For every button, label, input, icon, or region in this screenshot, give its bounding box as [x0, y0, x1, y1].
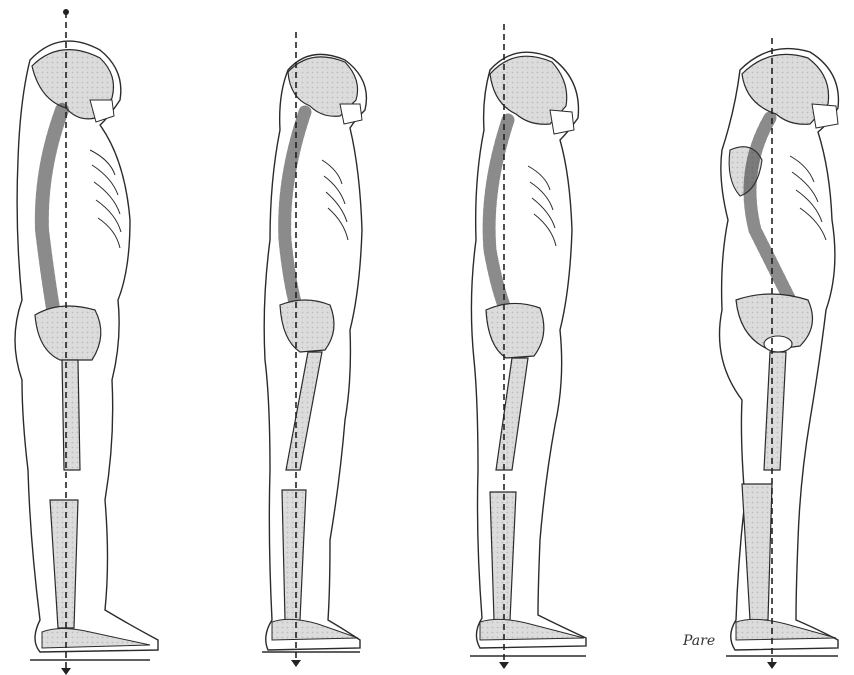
plumb-line-arrow-icon-3	[499, 662, 509, 669]
posture-figure-1	[15, 9, 158, 675]
hip-joint-4	[764, 336, 792, 352]
posture-figure-4	[720, 38, 839, 669]
plumb-line-arrow-icon-4	[767, 662, 777, 669]
jaw-3	[550, 110, 574, 134]
posture-figure-2	[262, 32, 366, 667]
femur-1	[62, 360, 80, 470]
plumb-line-arrow-icon-2	[291, 660, 301, 667]
posture-figure-3	[470, 24, 586, 669]
jaw-2	[340, 104, 362, 124]
plumb-line-arrow-icon-1	[61, 668, 71, 675]
plumb-line-top-dot-1	[63, 9, 69, 15]
artist-signature: Pare	[683, 633, 715, 649]
jaw-4	[812, 104, 838, 128]
